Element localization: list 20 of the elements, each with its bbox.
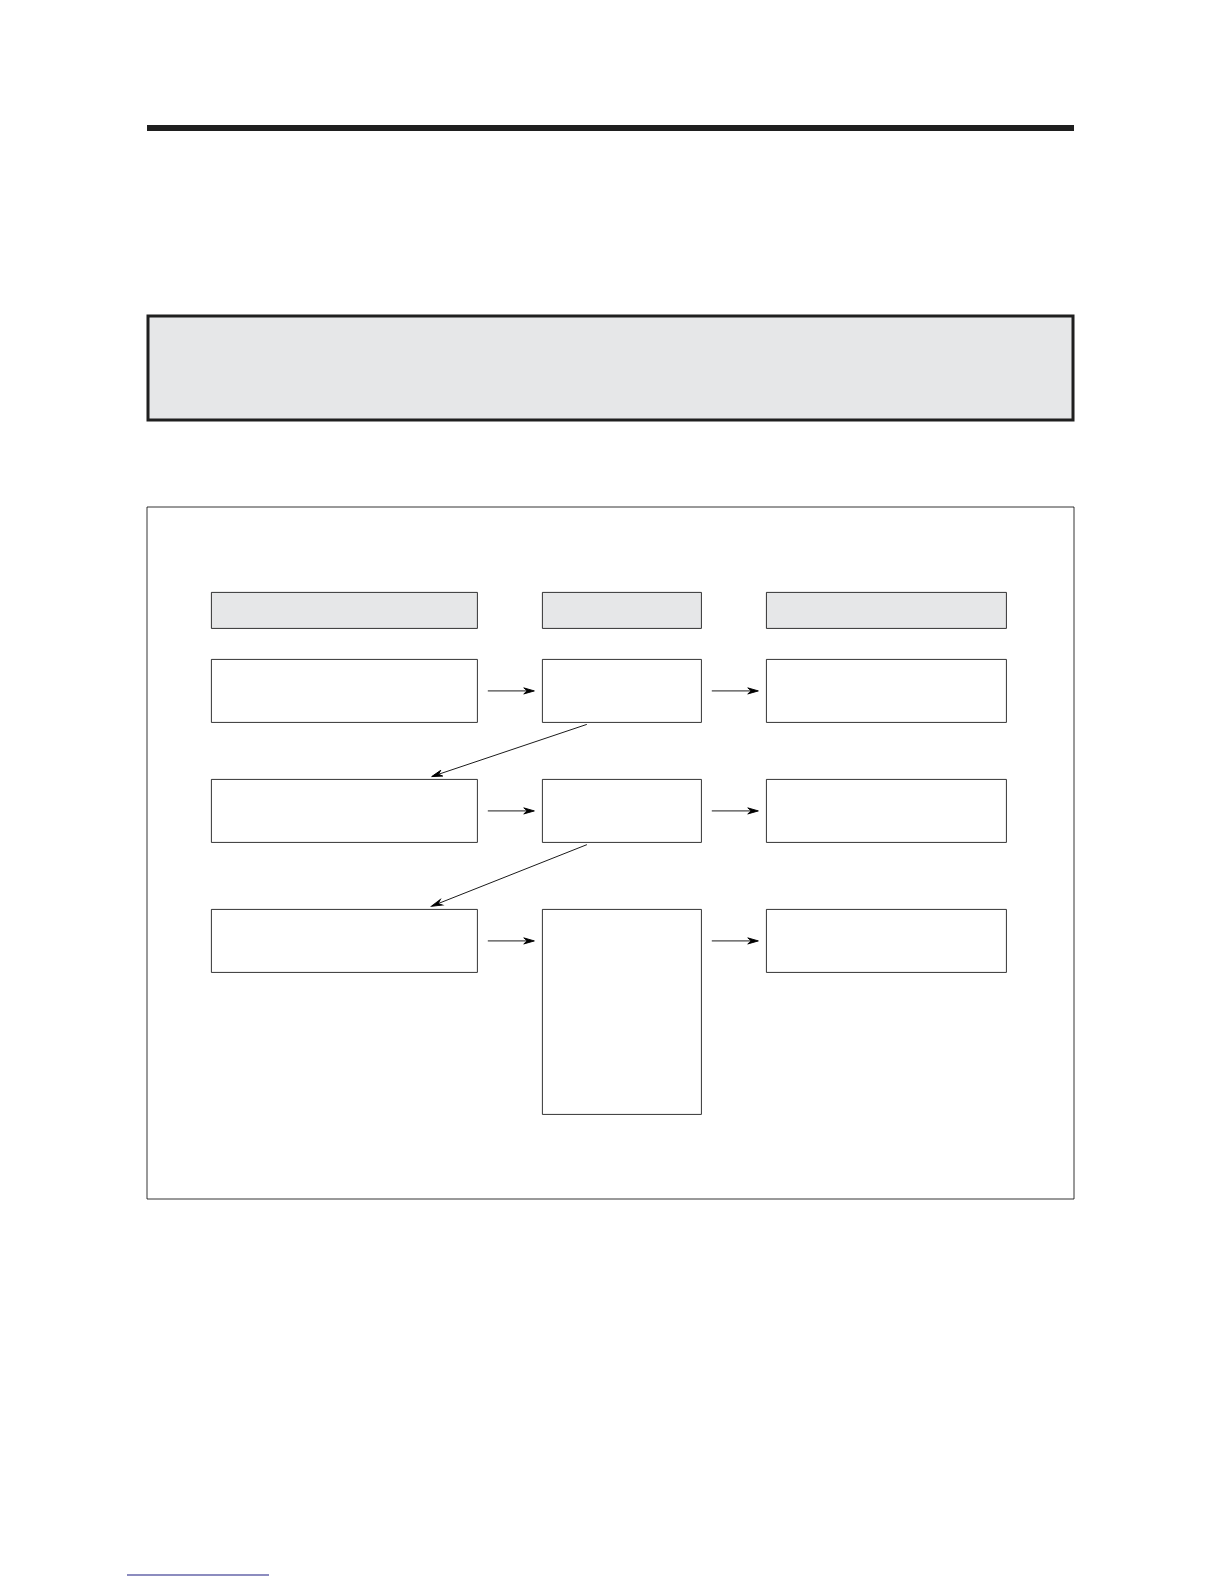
arrow (711, 937, 759, 945)
arrow (711, 687, 759, 695)
arrow (487, 807, 535, 815)
process-box (766, 909, 1007, 973)
arrow (487, 687, 535, 695)
arrow (431, 844, 588, 907)
process-box (766, 659, 1007, 723)
process-box (542, 909, 702, 1115)
arrow (711, 807, 759, 815)
process-box (766, 779, 1007, 843)
header-box (766, 592, 1007, 629)
process-box (211, 909, 478, 973)
arrow (431, 723, 588, 778)
arrow (487, 937, 535, 945)
process-box (542, 659, 702, 723)
process-box (542, 779, 702, 843)
process-box (211, 659, 478, 723)
process-box (211, 779, 478, 843)
header-box (542, 592, 702, 629)
header-box (211, 592, 478, 629)
